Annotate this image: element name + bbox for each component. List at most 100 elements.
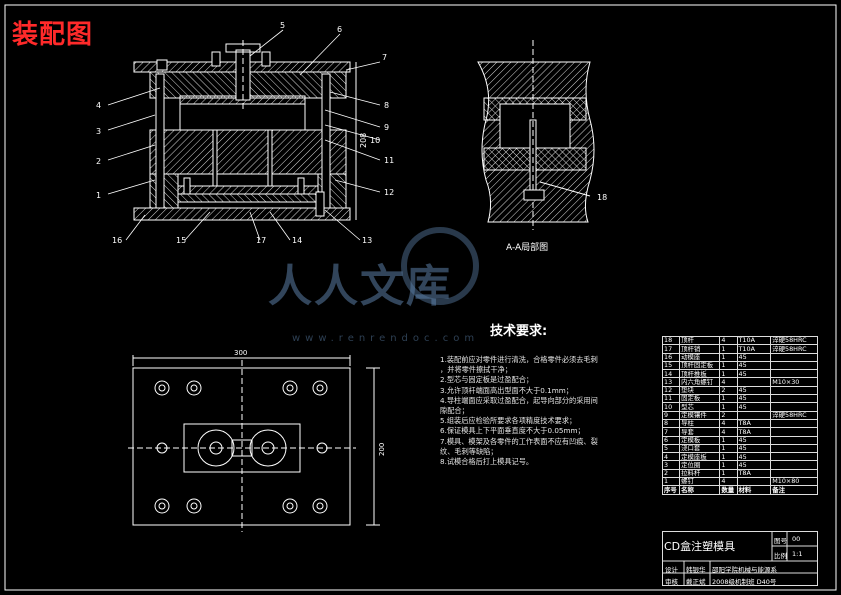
sprue-bushing (235, 49, 251, 101)
bom-cell: 4 (719, 377, 738, 387)
bom-cell: 内六角螺钉 (679, 377, 721, 387)
bom-cell: 1 (719, 468, 738, 479)
callout-6: 6 (337, 25, 342, 34)
bom-cell: 1 (661, 477, 681, 487)
bom-cell: 4 (719, 427, 738, 437)
bom-cell (736, 410, 772, 420)
scale-label: 比例 (774, 552, 787, 560)
bom-cell: 11 (661, 394, 681, 404)
bom-cell: 定模镶件 (679, 410, 721, 420)
watermark-url: www.renrendoc.com (292, 333, 480, 344)
bom-cell: 45 (736, 352, 772, 362)
bom-cell (736, 477, 772, 487)
dim-plan-height: 200 (378, 443, 386, 456)
bom-cell (770, 452, 818, 462)
tech-item: 6.保证模具上下平面垂直度不大于0.05mm； (440, 426, 585, 436)
callout-12: 12 (384, 188, 394, 197)
ejector-pin-1 (212, 129, 218, 187)
screw-top-1 (211, 51, 221, 67)
bom-cell: 4 (661, 452, 681, 462)
bom-cell: 1 (719, 344, 738, 354)
dim-top-height: 208 (359, 133, 368, 148)
callout-16: 16 (112, 236, 122, 245)
bom-cell: 5 (661, 443, 681, 454)
bom-cell: 序号 (661, 485, 681, 495)
bom-cell (770, 360, 818, 371)
bom-cell: M10×30 (770, 377, 818, 387)
bom-cell: 8 (661, 418, 681, 429)
tech-item: ，并将零件擦拭干净； (440, 365, 512, 375)
bom-cell: 6 (661, 435, 681, 445)
callout-18: 18 (597, 193, 607, 202)
bom-cell: 螺钉 (679, 477, 721, 487)
bom-cell: T8A (736, 427, 772, 437)
tech-item: 4.导柱端面应采取过盈配合，起导向部分的采用间 (440, 395, 598, 405)
screw-top-left (156, 59, 168, 71)
bom-cell: 1 (719, 360, 738, 371)
bom-cell: 1 (719, 435, 738, 445)
tech-item: 1.装配前应对零件进行清洗，合格零件必须去毛刺 (440, 355, 598, 364)
callout-13: 13 (362, 236, 372, 245)
bom-cell: 固定板 (679, 394, 721, 404)
bom-cell: 45 (736, 460, 772, 470)
bom-cell: 名称 (679, 485, 721, 495)
drawing-heading: 装配图 (12, 20, 94, 50)
callout-7: 7 (382, 53, 387, 62)
bom-cell: 15 (661, 360, 681, 371)
bom-cell (770, 468, 818, 479)
bom-cell (770, 427, 818, 437)
bom-cell: 定模板 (679, 435, 721, 445)
bom-cell: 定模座板 (679, 452, 721, 462)
bom-cell: 备注 (770, 485, 818, 495)
bom-cell: 14 (661, 369, 681, 379)
bom-cell: 1 (719, 394, 738, 404)
guide-pin-left (155, 73, 165, 209)
tech-item: 5.组装后应检验所要求各项精度技术要求； (440, 416, 577, 426)
bom-cell: 1 (719, 402, 738, 412)
school-name: 邵阳学院机械与能源系 (712, 566, 777, 574)
tech-item: 3.允许顶杆端面高出型面不大于0.1mm； (440, 385, 573, 395)
bom-cell: T10A (736, 335, 772, 346)
bom-cell: 2 (661, 468, 681, 479)
bom-cell: 10 (661, 402, 681, 412)
section-view-label: A-A局部图 (506, 243, 549, 253)
tech-item: 7.模具、模架及各零件的工作表面不应有凹痕、裂 (440, 436, 598, 446)
callout-15: 15 (176, 236, 186, 245)
bom-cell: 4 (719, 335, 738, 346)
bom-cell (770, 352, 818, 362)
reviewer-label: 审核 (665, 578, 678, 586)
callout-17: 17 (256, 236, 266, 245)
bom-cell: 45 (736, 402, 772, 412)
ejector-pin-2 (267, 129, 273, 187)
bom-cell: 定位圈 (679, 460, 721, 470)
bom-header-row: 序号名称数量材料备注 (661, 485, 818, 495)
bom-cell: 拉料杆 (679, 468, 721, 479)
callout-9: 9 (384, 123, 389, 132)
bom-cell: 1 (719, 369, 738, 379)
bom-cell (770, 418, 818, 429)
bom-cell: 导柱 (679, 418, 721, 429)
bottom-clamp-plate (133, 207, 351, 221)
title-block: CD盒注塑模具 图号 00 比例 1:1 设计 韩银华 审核 戴正斌 邵阳学院机… (662, 531, 818, 586)
title-block-grid (662, 531, 818, 586)
bom-cell: T8A (736, 468, 772, 479)
bom-cell: 2 (719, 385, 738, 396)
watermark-text: 人人文库 (268, 261, 452, 312)
bom-cell: T10A (736, 344, 772, 354)
bom-cell: 材料 (736, 485, 772, 495)
tech-item: 纹、毛刺等缺陷； (440, 446, 498, 456)
